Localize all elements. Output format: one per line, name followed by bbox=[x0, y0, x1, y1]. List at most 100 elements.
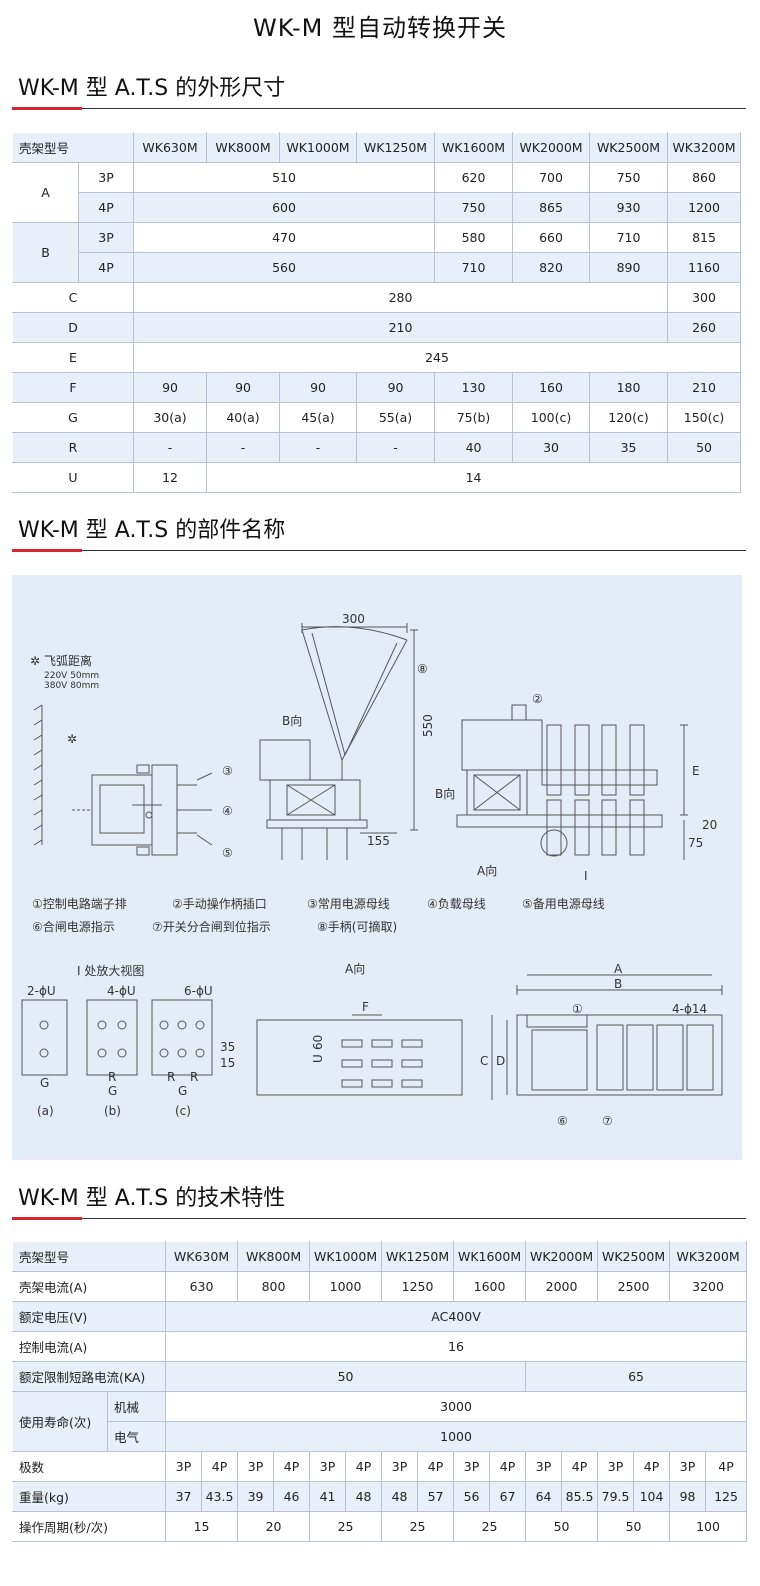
cell: 2500 bbox=[597, 1271, 671, 1302]
section-accent bbox=[12, 549, 82, 552]
model-col: WK2500M bbox=[597, 1241, 671, 1272]
cell: 150(c) bbox=[667, 402, 742, 433]
a-direction-label: A向 bbox=[477, 863, 497, 878]
cell: 710 bbox=[589, 222, 669, 253]
legend-item: ⑧手柄(可摘取) bbox=[317, 919, 397, 934]
dim-header-row: 壳架型号 WK630M WK800M WK1000M WK1250M WK160… bbox=[11, 132, 742, 163]
cell: 750 bbox=[589, 162, 669, 193]
legend-item: ⑤备用电源母线 bbox=[522, 897, 605, 911]
cell: 750 bbox=[434, 192, 514, 223]
section-rule bbox=[12, 108, 746, 109]
model-col: WK1000M bbox=[279, 132, 358, 163]
cell: 4P bbox=[705, 1451, 748, 1482]
cell: 130 bbox=[434, 372, 514, 403]
cell: 4P bbox=[345, 1451, 383, 1482]
legend-item: ④负载母线 bbox=[427, 897, 486, 911]
zoom-view-c bbox=[151, 999, 213, 1076]
cell: 1160 bbox=[667, 252, 742, 283]
cell: 15 bbox=[165, 1511, 239, 1542]
row-label-R: R bbox=[11, 432, 135, 463]
cell: 3P bbox=[597, 1451, 635, 1482]
callout-2: ② bbox=[532, 692, 543, 706]
cell: 890 bbox=[589, 252, 669, 283]
parts-drawing: ✲ 飞弧距离 220V 50mm 380V 80mm ✲ ③ ④ ⑤ 300 5… bbox=[21, 612, 723, 1128]
row-label-U: U bbox=[11, 462, 135, 493]
arc-380: 380V 80mm bbox=[44, 681, 99, 691]
table-row: 4P 560 710 820 890 1160 bbox=[13, 252, 742, 283]
table-row: 操作周期(秒/次) 15 20 25 25 25 50 50 100 bbox=[11, 1511, 748, 1542]
cell: 75(b) bbox=[434, 402, 514, 433]
callout-4: ④ bbox=[222, 804, 233, 818]
dim-550: 550 bbox=[421, 714, 435, 737]
cell: 860 bbox=[667, 162, 742, 193]
cell: 470 bbox=[133, 222, 436, 253]
dim-20: 20 bbox=[702, 818, 717, 832]
hole-label-b: 4-ϕU bbox=[107, 984, 136, 998]
model-col: WK1250M bbox=[356, 132, 436, 163]
row-label: 重量(kg) bbox=[11, 1481, 167, 1512]
page-title: WK-M 型自动转换开关 bbox=[253, 14, 507, 42]
cell: - bbox=[279, 432, 358, 463]
cell: 1250 bbox=[381, 1271, 455, 1302]
pole-label: 3P bbox=[77, 162, 135, 193]
table-row: 使用寿命(次) 机械 3000 bbox=[12, 1391, 748, 1452]
cell: 3P bbox=[381, 1451, 419, 1482]
callout-3: ③ bbox=[222, 764, 233, 778]
b-view-head bbox=[259, 739, 311, 781]
cell: 100 bbox=[669, 1511, 748, 1542]
cell: AC400V bbox=[165, 1301, 748, 1332]
cell: 700 bbox=[512, 162, 591, 193]
dim-A: A bbox=[614, 962, 623, 976]
row-label-C: C bbox=[11, 282, 135, 313]
cell: 160 bbox=[512, 372, 591, 403]
model-col: WK2000M bbox=[512, 132, 591, 163]
section-accent bbox=[12, 107, 82, 110]
frame-label: 壳架型号 bbox=[11, 1241, 167, 1272]
cell: 57 bbox=[417, 1481, 455, 1512]
model-col: WK1600M bbox=[434, 132, 514, 163]
cell: 50 bbox=[165, 1361, 527, 1392]
cell: 3P bbox=[453, 1451, 491, 1482]
dim-B: B bbox=[614, 977, 622, 991]
cell: 660 bbox=[512, 222, 591, 253]
handle-arc bbox=[301, 626, 408, 641]
cell: 39 bbox=[237, 1481, 275, 1512]
cell: 79.5 bbox=[597, 1481, 635, 1512]
cell: 104 bbox=[633, 1481, 671, 1512]
dim-G-c: G bbox=[178, 1084, 187, 1098]
callout-5: ⑤ bbox=[222, 846, 233, 860]
row-label-D: D bbox=[11, 312, 135, 343]
frame-label: 壳架型号 bbox=[11, 132, 135, 163]
cell: 43.5 bbox=[201, 1481, 239, 1512]
cell: 930 bbox=[589, 192, 669, 223]
switch-left-inner bbox=[99, 784, 145, 834]
dim-D: D bbox=[496, 1054, 505, 1068]
model-col: WK3200M bbox=[669, 1241, 748, 1272]
row-label: 使用寿命(次) bbox=[12, 1391, 108, 1452]
cell: 50 bbox=[667, 432, 742, 463]
table-row: 控制电流(A) 16 bbox=[11, 1331, 748, 1362]
a-view-outline bbox=[256, 1019, 463, 1096]
row-label: 操作周期(秒/次) bbox=[11, 1511, 167, 1542]
cell: 210 bbox=[667, 372, 742, 403]
busbar-1 bbox=[546, 724, 562, 796]
section-rule bbox=[12, 550, 746, 551]
row-label-F: F bbox=[11, 372, 135, 403]
cell: 4P bbox=[633, 1451, 671, 1482]
cell: 3200 bbox=[669, 1271, 748, 1302]
model-col: WK630M bbox=[165, 1241, 239, 1272]
dim-U: U bbox=[311, 1054, 325, 1063]
cell: 90 bbox=[279, 372, 358, 403]
model-col: WK2500M bbox=[589, 132, 669, 163]
table-row: U 12 14 bbox=[11, 462, 742, 493]
callout-7: ⑦ bbox=[602, 1114, 613, 1128]
table-row: D 210 260 bbox=[11, 312, 742, 343]
b-direction-label-2: B向 bbox=[435, 786, 455, 801]
legend-item: ⑥合闸电源指示 bbox=[32, 919, 115, 934]
cell: - bbox=[356, 432, 436, 463]
dim-F: F bbox=[362, 1000, 369, 1014]
cell: 65 bbox=[525, 1361, 748, 1392]
section-title-dimensions: WK-M 型 A.T.S 的外形尺寸 bbox=[18, 76, 286, 101]
cell: 40(a) bbox=[206, 402, 281, 433]
table-row: 极数 3P 4P 3P 4P 3P 4P 3P 4P 3P 4P 3P 4P 3… bbox=[11, 1451, 748, 1482]
